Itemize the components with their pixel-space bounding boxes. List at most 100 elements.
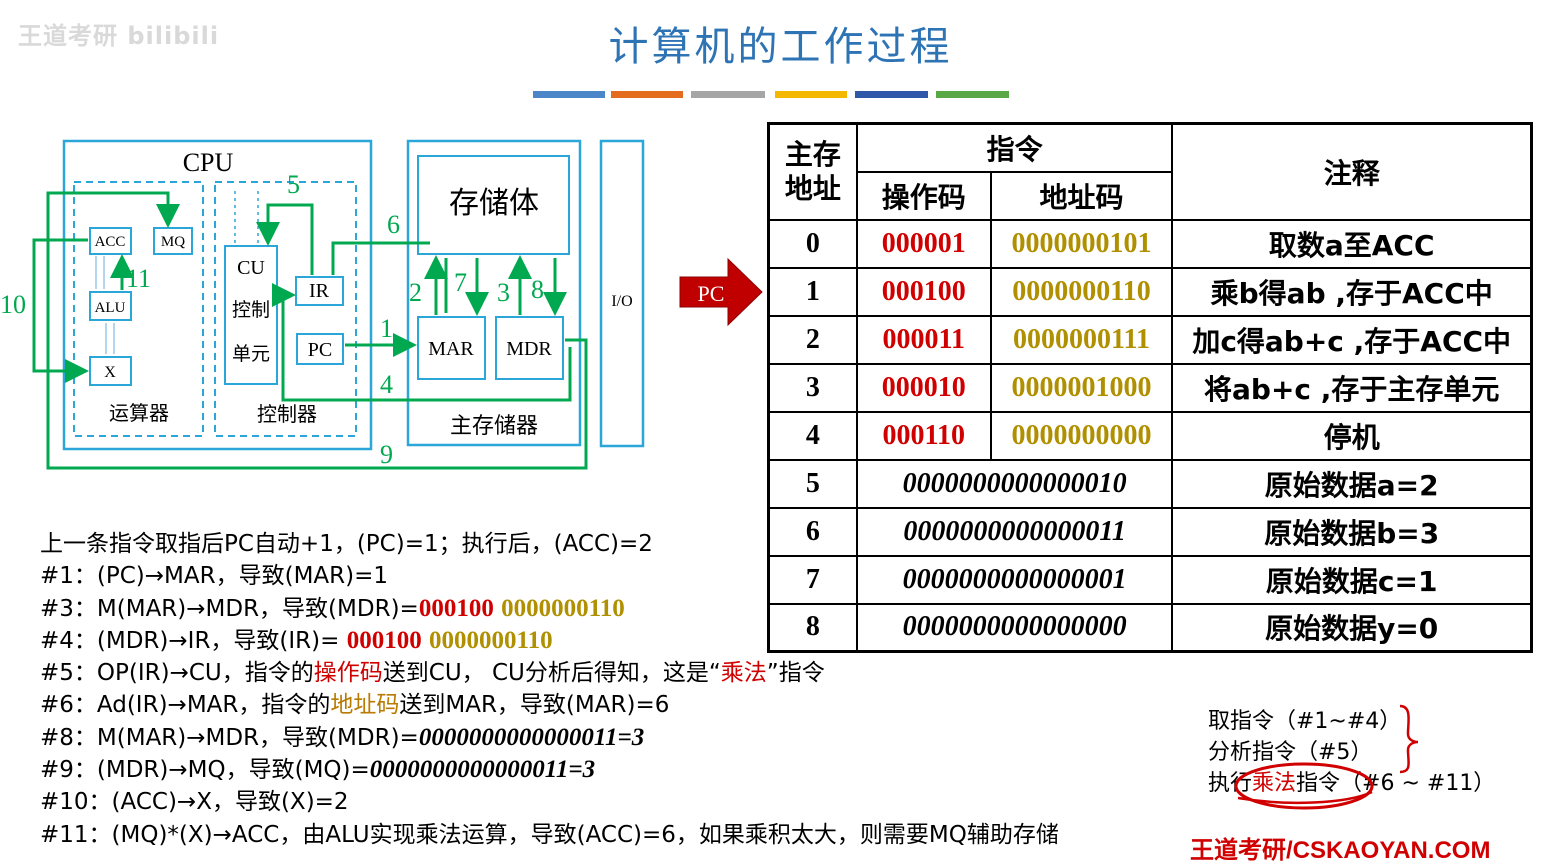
phase-text: 指令（#6 ~ #11）: [1296, 771, 1496, 796]
ir-register: [295, 276, 344, 306]
cu-label: CU: [237, 257, 265, 279]
note-addrcode: 0000000110: [501, 594, 625, 622]
title-bar: [775, 91, 847, 98]
row-address: 7: [767, 554, 858, 605]
red-underline-scribble: [1237, 790, 1373, 805]
note-line: #8：M(MAR)→MDR，导致(MDR)=0000000000000011=3: [40, 722, 1059, 754]
note-value: 0000000000000011=3: [418, 723, 645, 751]
pc-pointer-label: PC: [698, 281, 725, 306]
header-instruction: 指令: [855, 122, 1174, 173]
title-bar: [691, 91, 765, 98]
row-address: 2: [767, 314, 858, 365]
note-highlight: 地址码: [330, 692, 400, 719]
step-label: 1: [380, 314, 393, 343]
architecture-diagram: CPU ACC MQ ALU X 运算器 CU 控制 单元 IR PC 控制器 …: [0, 139, 763, 470]
row-addrcode: 0000000101: [989, 218, 1174, 269]
phase-analyze: 分析指令（#5）: [1208, 740, 1373, 765]
row-note: 加c得ab+c ,存于ACC中: [1171, 314, 1533, 365]
table-row: 7 0000000000000001 原始数据c=1: [767, 554, 1533, 605]
path-5: [256, 203, 314, 275]
mar-register: [417, 316, 486, 380]
path-10: [32, 238, 89, 383]
step-label: 9: [380, 440, 393, 469]
row-note: 原始数据c=1: [1171, 554, 1533, 605]
table-row: 5 0000000000000010 原始数据a=2: [767, 458, 1533, 509]
alu-unit-label: 运算器: [109, 402, 169, 425]
row-data: 0000000000000000: [855, 602, 1174, 653]
title-bar: [533, 91, 605, 98]
table-row: 4 000110 0000000000 停机: [767, 410, 1533, 461]
row-data: 0000000000000011: [855, 506, 1174, 557]
note-text: #9：(MDR)→MQ，导致(MQ)=: [40, 757, 370, 784]
table-row: 6 0000000000000011 原始数据b=3: [767, 506, 1533, 557]
cu-sub1: 控制: [232, 299, 270, 321]
alu-block: [89, 291, 132, 321]
note-opcode: 000100: [346, 626, 422, 654]
instruction-table: 主存 地址 指令 注释 操作码 地址码 0 000001 0000000101 …: [767, 122, 1533, 653]
path-4: [272, 283, 572, 402]
cu-block: [224, 245, 278, 385]
red-circle-scribble: [1234, 762, 1374, 810]
row-note: 乘b得ab ,存于ACC中: [1171, 266, 1533, 317]
row-addrcode: 0000001000: [989, 362, 1174, 413]
storage-body-label: 存储体: [449, 187, 539, 220]
note-addrcode: 0000000110: [429, 626, 553, 654]
acc-label: ACC: [95, 234, 126, 250]
phase-fetch: 取指令（#1~#4）: [1208, 709, 1402, 734]
note-value: 0000000000000011=3: [369, 756, 596, 784]
controller-label: 控制器: [257, 403, 317, 426]
row-address: 3: [767, 362, 858, 413]
step-label: 10: [0, 290, 26, 319]
phase-highlight: 乘法: [1252, 771, 1297, 796]
phase-list: 取指令（#1~#4） 分析指令（#5） 执行乘法指令（#6 ~ #11）: [1208, 706, 1495, 799]
step-notes: 上一条指令取指后PC自动+1，(PC)=1；执行后，(ACC)=2 #1：(PC…: [40, 528, 1059, 851]
row-note: 取数a至ACC: [1171, 218, 1533, 269]
note-line: #1：(PC)→MAR，导致(MAR)=1: [40, 563, 389, 590]
main-memory-label: 主存储器: [450, 413, 538, 438]
step-label: 11: [126, 264, 151, 293]
note-text: #5：OP(IR)→CU，指令的: [40, 660, 314, 687]
row-address: 0: [767, 218, 858, 269]
title-bar: [611, 91, 683, 98]
header-opcode: 操作码: [855, 170, 992, 221]
path-6: [331, 241, 430, 275]
io-label: I/O: [611, 293, 632, 310]
mq-register: [153, 227, 193, 255]
note-text: 送到MAR，导致(MAR)=6: [399, 692, 670, 719]
row-addrcode: 0000000111: [989, 314, 1174, 365]
row-note: 停机: [1171, 410, 1533, 461]
row-note: 原始数据a=2: [1171, 458, 1533, 509]
row-note: 原始数据y=0: [1171, 602, 1533, 653]
step-label: 6: [387, 210, 400, 239]
title-bar: [936, 91, 1009, 98]
mdr-register: [495, 316, 564, 380]
row-address: 1: [767, 266, 858, 317]
note-line: 上一条指令取指后PC自动+1，(PC)=1；执行后，(ACC)=2: [40, 531, 653, 557]
header-addrcode: 地址码: [989, 170, 1174, 221]
note-opcode: 000100: [418, 594, 494, 622]
header-address: 主存 地址: [767, 122, 858, 221]
step-label: 7: [454, 268, 467, 297]
x-register: [89, 356, 132, 386]
row-opcode: 000001: [855, 218, 992, 269]
table-row: 2 000011 0000000111 加c得ab+c ,存于ACC中: [767, 314, 1533, 365]
main-memory-box: [406, 139, 582, 447]
note-text: #4：(MDR)→IR，导致(IR)=: [40, 627, 347, 654]
x-label: X: [104, 364, 116, 381]
note-line: #9：(MDR)→MQ，导致(MQ)=0000000000000011=3: [40, 754, 1059, 786]
cpu-box: [62, 139, 373, 451]
title-bar: [855, 91, 928, 98]
note-line: #10：(ACC)→X，导致(X)=2: [40, 789, 349, 816]
pc-pointer-arrow: [679, 257, 763, 327]
step-label: 2: [409, 278, 422, 307]
row-opcode: 000100: [855, 266, 992, 317]
table-row: 0 000001 0000000101 取数a至ACC: [767, 218, 1533, 269]
row-data: 0000000000000001: [855, 554, 1174, 605]
cu-sub2: 单元: [232, 343, 270, 365]
ir-label: IR: [309, 280, 330, 302]
row-opcode: 000110: [855, 410, 992, 461]
note-line: #4：(MDR)→IR，导致(IR)= 000100 0000000110: [40, 625, 1059, 657]
note-text: ”指令: [766, 660, 825, 687]
note-text: #3：M(MAR)→MDR，导致(MDR)=: [40, 595, 419, 622]
pc-label: PC: [308, 339, 332, 361]
